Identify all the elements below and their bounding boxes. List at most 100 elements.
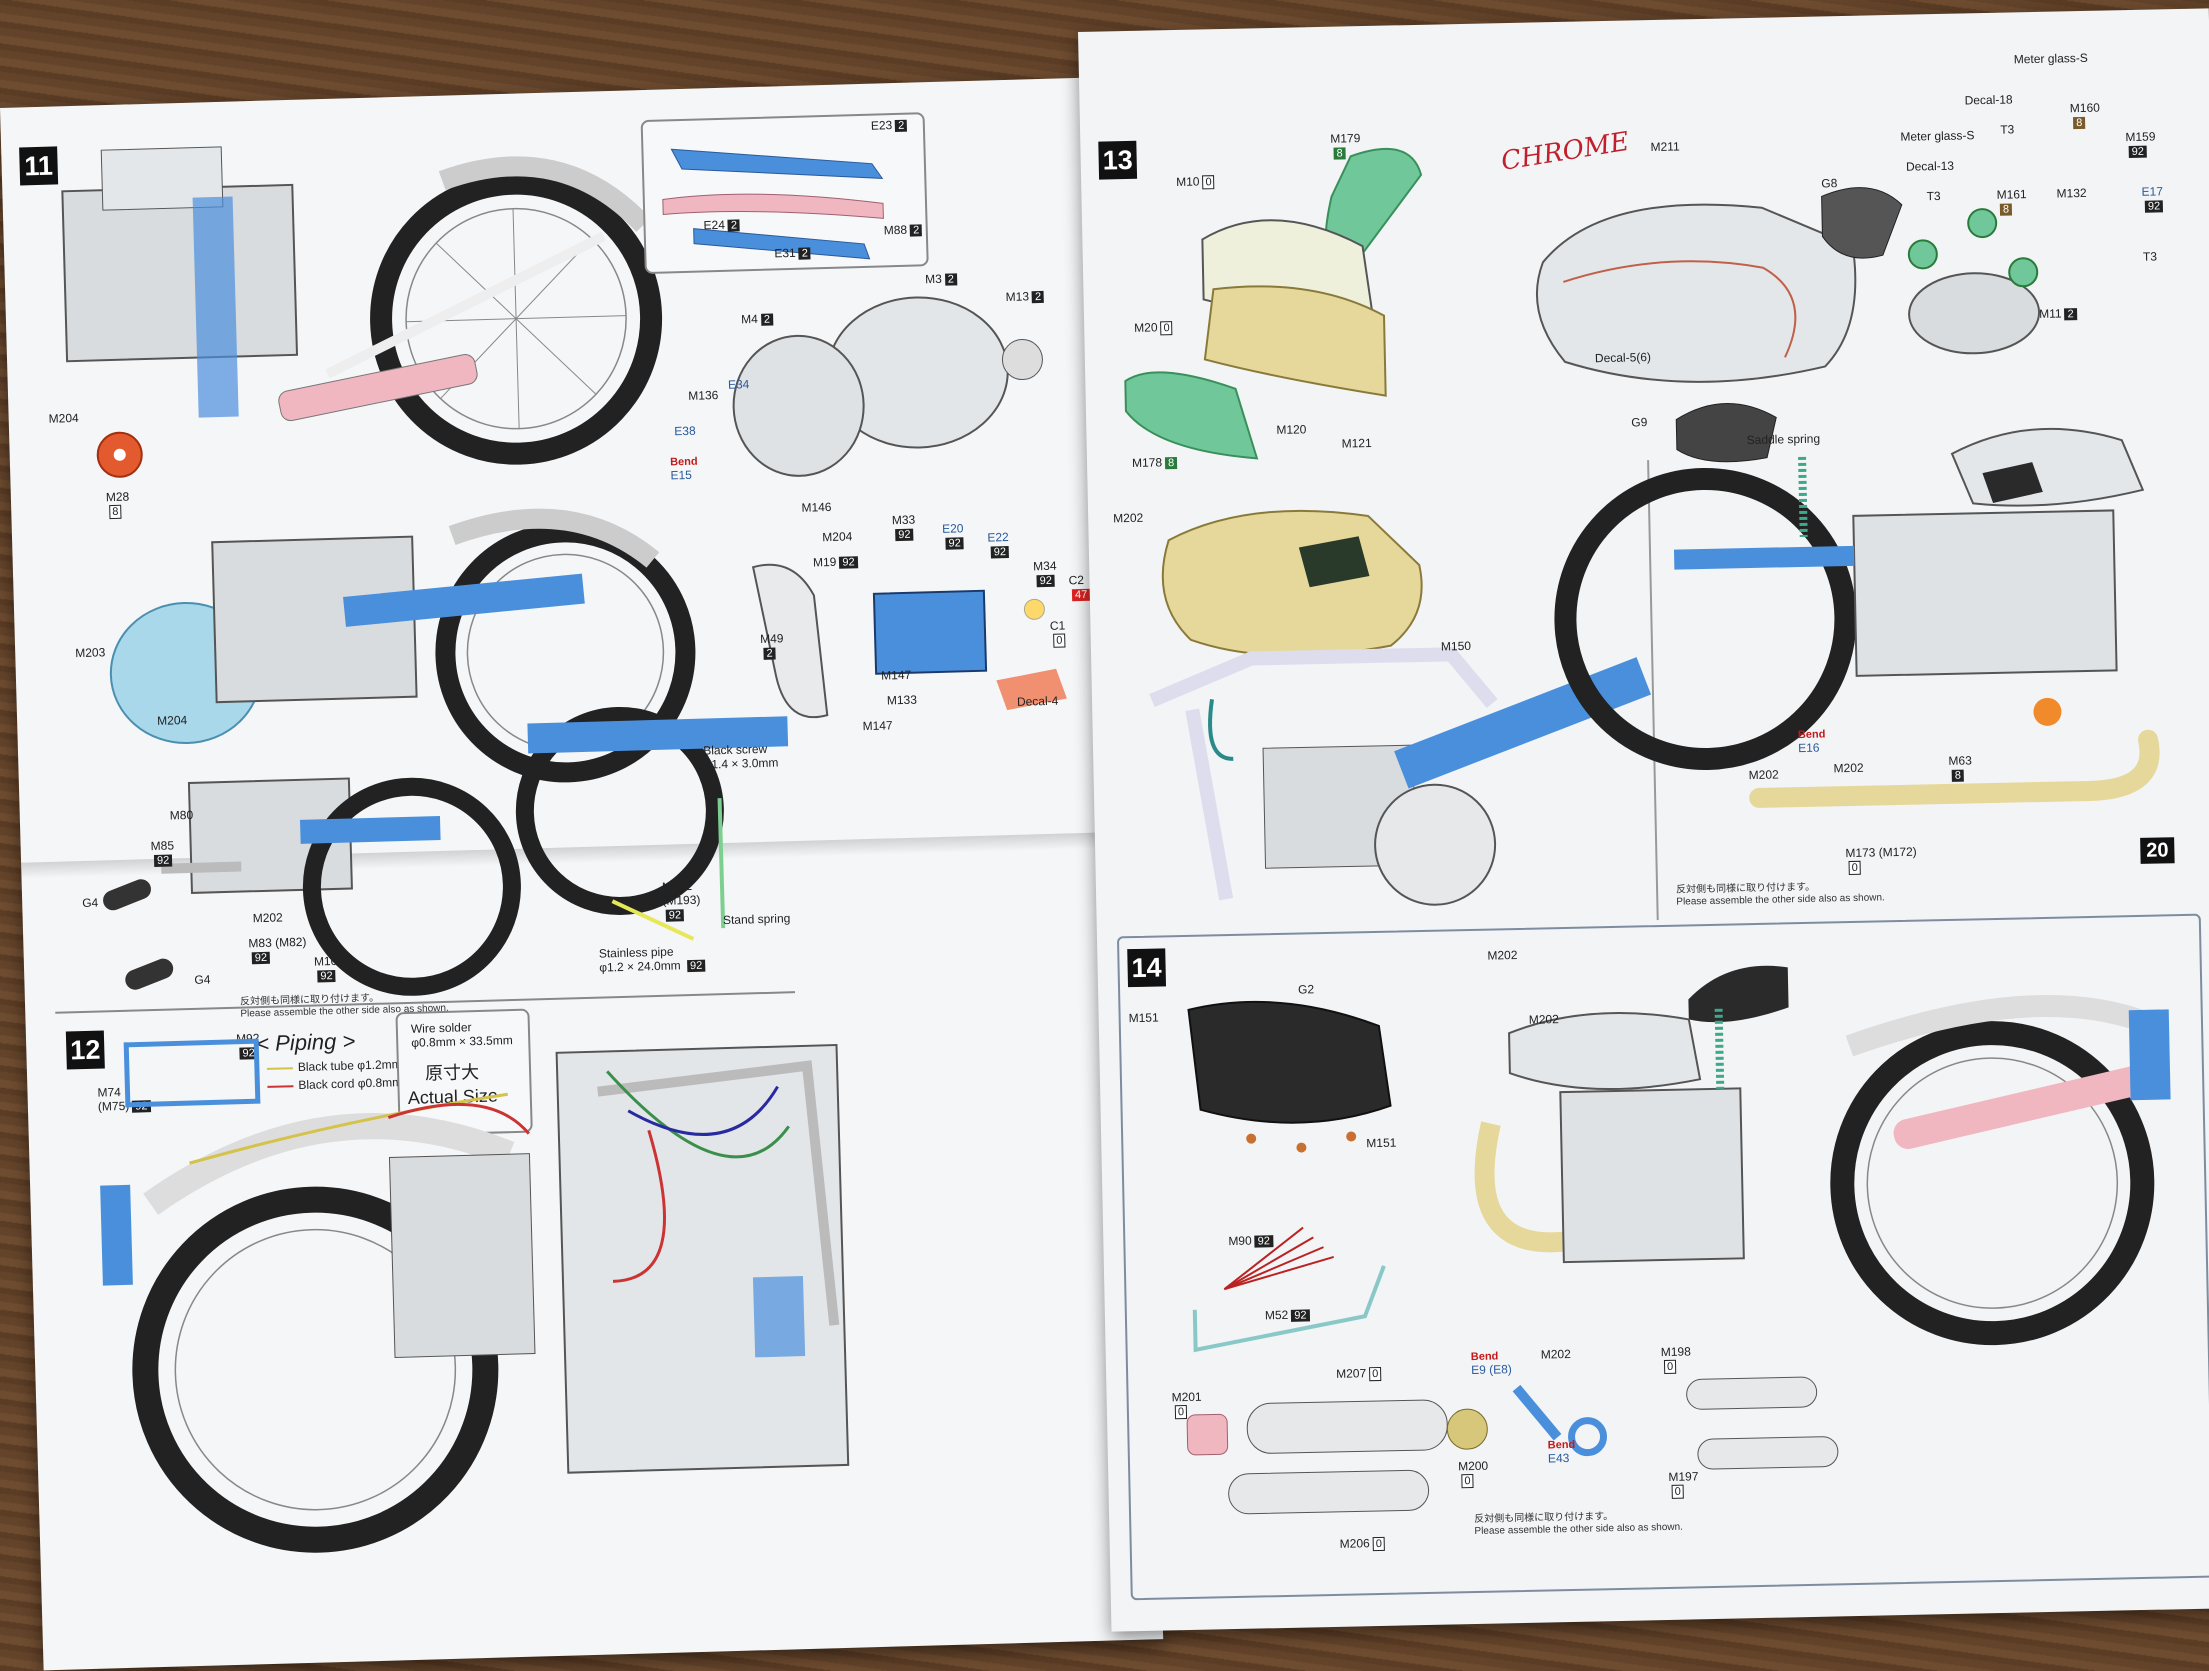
rear-wheel-step12 <box>132 1186 499 1553</box>
part-M202-seat: M202 <box>1487 948 1518 963</box>
footrest-parts-drawing <box>103 861 242 990</box>
step-14-bike-drawing <box>1474 965 2171 1346</box>
black-cord-route <box>387 1102 530 1135</box>
chrome-tank-drawing <box>1536 187 2041 463</box>
frame-tube <box>192 196 239 418</box>
decal-13: Decal-13 <box>1905 158 1955 174</box>
part-M146: M146 <box>801 499 832 515</box>
part-M173: M173 (M172)0 <box>1845 844 1917 876</box>
decal-4: Decal-4 <box>1016 693 1059 709</box>
chain-guard <box>278 354 478 422</box>
part-M151: M151 <box>1128 1010 1159 1026</box>
stand-drawing <box>515 706 789 941</box>
part-M203: M203 <box>75 645 106 661</box>
part-G9: G9 <box>1631 415 1648 430</box>
rear-rack <box>123 1038 261 1108</box>
part-T3b: T3 <box>1926 188 1941 204</box>
sprocket-drawing <box>96 431 143 478</box>
part-M202c: M202 <box>1833 760 1864 776</box>
part-M151b: M151 <box>1366 1135 1397 1151</box>
decal-18: Decal-18 <box>1964 92 2013 108</box>
part-G4a: G4 <box>82 895 99 911</box>
part-M147: M147 <box>880 667 912 683</box>
cylinder-head <box>100 146 224 211</box>
part-M80: M80 <box>169 807 194 823</box>
muffler-parts-drawing <box>1186 1384 1608 1515</box>
saddle-spring-label: Saddle spring <box>1746 431 1821 448</box>
decal-5-6: Decal-5(6) <box>1594 350 1652 366</box>
primary-cover-drawing <box>732 296 1043 477</box>
tank-frame-drawing <box>1149 509 1651 906</box>
step-11-bike-illustration <box>61 146 663 465</box>
part-M150: M150 <box>1440 638 1472 654</box>
rear-fender <box>438 156 651 232</box>
part-M202-footrest: M202 <box>252 910 283 926</box>
part-M204b: M204 <box>822 529 853 545</box>
step-12-illustration <box>100 1038 850 1553</box>
part-M202b-seat: M202 <box>1528 1012 1559 1027</box>
black-tube-route <box>189 1092 508 1165</box>
number-plate-drawing <box>751 563 1067 719</box>
chain-guard-blue <box>343 573 585 627</box>
muffler-end-drawing <box>1686 1376 1839 1470</box>
silencer <box>1893 1063 2158 1149</box>
part-M147b: M147 <box>862 718 893 734</box>
stand-spring-label: Stand spring <box>722 911 791 928</box>
part-E38: E38 <box>674 423 696 439</box>
seat-drawing <box>1187 1000 1392 1353</box>
rear-wheel-tire <box>370 172 663 465</box>
part-M211: M211 <box>1650 139 1680 155</box>
engine-block <box>61 183 299 363</box>
step-14-number: 14 <box>1127 948 1167 988</box>
part-M120: M120 <box>1276 422 1307 437</box>
part-M121: M121 <box>1341 435 1372 451</box>
part-M204c: M204 <box>156 713 188 728</box>
saddle-bike-drawing <box>1554 427 2160 808</box>
part-G8: G8 <box>1821 176 1838 191</box>
part-M204: M204 <box>48 410 79 426</box>
part-M202b: M202 <box>1748 767 1779 783</box>
part-T3c: T3 <box>2142 249 2158 264</box>
part-G4b: G4 <box>194 972 211 987</box>
step-11-bike-illustration-2 <box>109 508 696 783</box>
part-M132: M132 <box>2056 185 2087 201</box>
tank-panels-drawing <box>1124 148 1423 460</box>
part-M133: M133 <box>886 692 918 708</box>
engine-closeup <box>555 1043 850 1474</box>
